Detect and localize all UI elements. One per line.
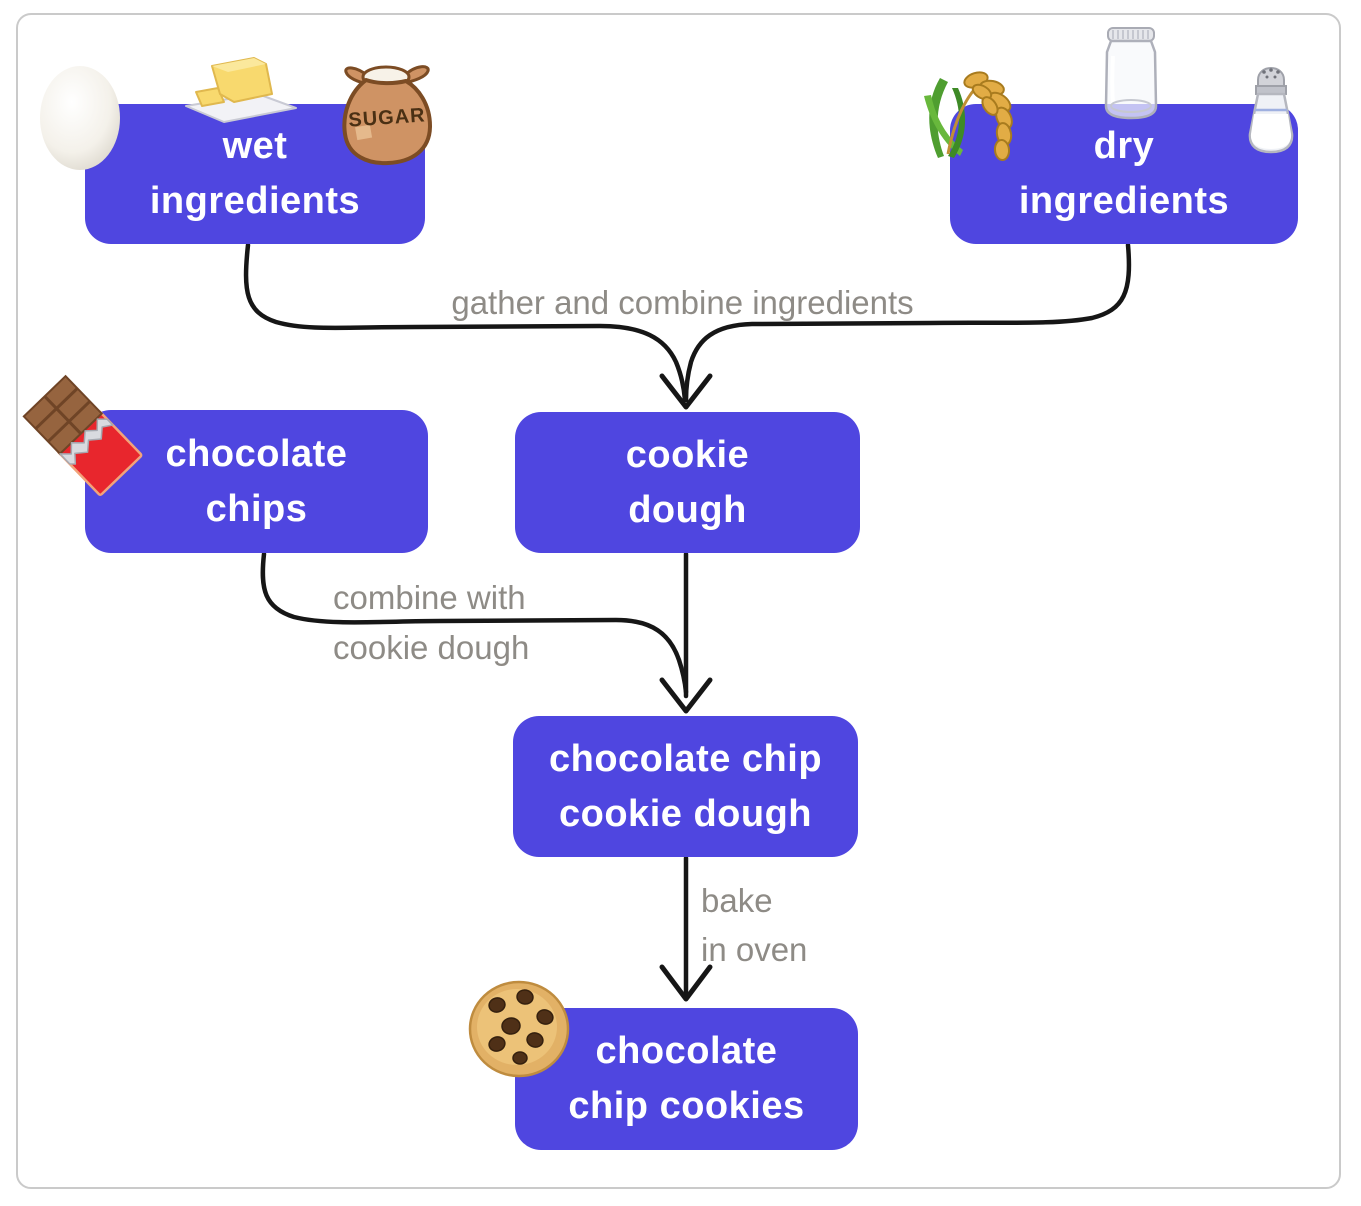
node-chips-label-line1: chocolate (165, 432, 348, 475)
edge-label-bake-line1: bake (701, 882, 773, 919)
salt-shaker-icon (1248, 67, 1294, 154)
node-chocolate-chips: chocolate chips (85, 410, 428, 553)
node-wet-label-line1: wet (222, 125, 288, 167)
node-dry-ingredients: dry ingredients (950, 104, 1298, 244)
edge-label-bake-line2: in oven (701, 931, 808, 968)
arrowhead-bake (659, 964, 713, 1002)
edge-label-gather: gather and combine ingredients (451, 284, 914, 321)
node-dry-label-line1: dry (1093, 125, 1155, 167)
node-wet-label-line2: ingredients (149, 180, 361, 222)
node-wet-ingredients: wet ingredients (85, 104, 425, 244)
egg-icon (40, 66, 120, 170)
edge-label-bake: bake in oven (701, 876, 901, 974)
sugar-bag-icon: SUGAR (342, 65, 432, 166)
edge-label-combine-line1: combine with (333, 579, 526, 616)
jar-icon (1104, 27, 1158, 120)
arrowhead-gather (659, 373, 713, 410)
rice-sheaf-icon (924, 71, 1013, 161)
node-ccdough-label-line1: chocolate chip (548, 737, 823, 780)
node-cookie-dough: cookie dough (515, 412, 860, 553)
node-chocolate-chip-cookies: chocolate chip cookies (515, 1008, 858, 1150)
node-dry-label-line2: ingredients (1018, 180, 1230, 222)
node-ccdough-label-line2: cookie dough (559, 792, 812, 835)
node-chocolate-chip-cookie-dough: chocolate chip cookie dough (513, 716, 858, 857)
edge-chips-to-ccdough (260, 551, 689, 695)
node-chips-label-line2: chips (205, 487, 308, 530)
sugar-bag-text: SUGAR (348, 104, 427, 131)
edge-label-combine: combine with cookie dough (333, 573, 593, 673)
node-dough-label-line1: cookie (625, 433, 750, 476)
chocolate-bar-icon (22, 374, 143, 496)
edge-label-combine-line2: cookie dough (333, 629, 530, 666)
cookie-icon (468, 980, 570, 1078)
node-cookies-label-line2: chip cookies (568, 1085, 805, 1127)
edge-dry-to-dough (683, 242, 1132, 403)
edge-wet-to-dough (243, 242, 688, 403)
node-dough-label-line2: dough (628, 488, 747, 531)
node-cookies-label-line1: chocolate (595, 1030, 778, 1072)
butter-icon (185, 57, 297, 123)
arrowhead-combine (659, 677, 713, 714)
